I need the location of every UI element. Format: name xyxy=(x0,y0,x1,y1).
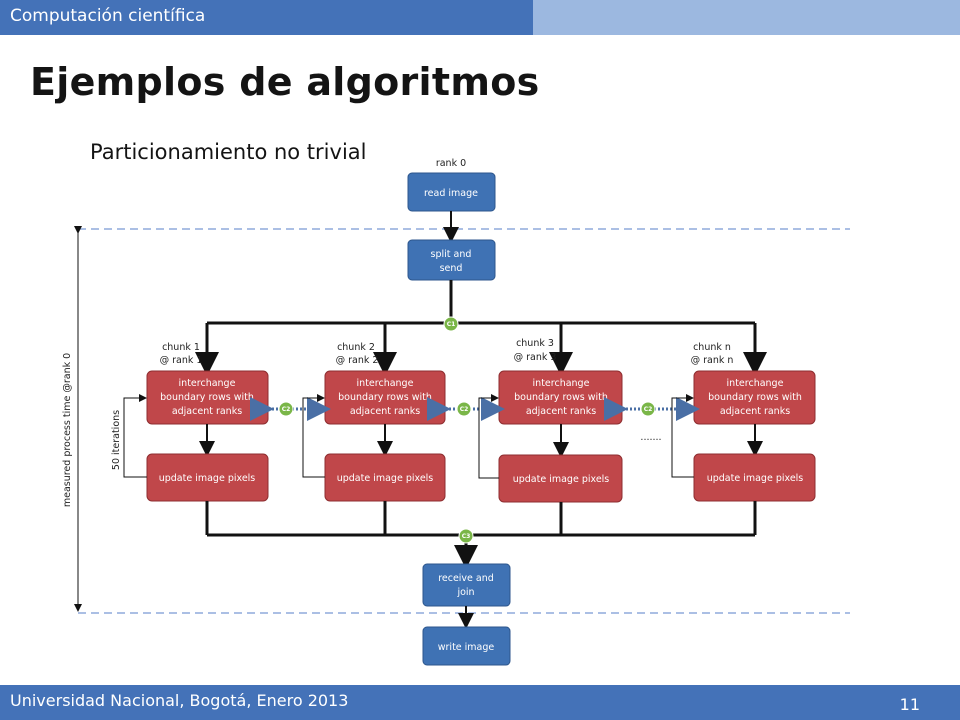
c2-badge-2-text: C2 xyxy=(460,406,469,413)
interchange-2-text-1: interchange xyxy=(357,378,414,389)
interchange-1-text-3: adjacent ranks xyxy=(172,406,242,417)
c2-badge-2 xyxy=(456,401,472,417)
header-title: Computación científica xyxy=(10,6,206,26)
split-send-box xyxy=(407,239,496,281)
slide-subtitle: Particionamiento no trivial xyxy=(90,140,367,164)
footer-bar: Universidad Nacional, Bogotá, Enero 2013… xyxy=(0,685,960,720)
receive-join-text-2: join xyxy=(456,587,474,598)
iterations-label: 50 iterations xyxy=(111,410,122,470)
c1-badge-text: C1 xyxy=(447,321,456,328)
c3-badge xyxy=(458,528,474,544)
interchange-2-text-3: adjacent ranks xyxy=(350,406,420,417)
read-image-text: read image xyxy=(424,188,478,199)
interchange-3-text-1: interchange xyxy=(533,378,590,389)
update-1-text: update image pixels xyxy=(159,473,256,484)
measured-time-label: measured process time @rank 0 xyxy=(62,353,73,507)
split-send-text-1: split and xyxy=(431,249,472,260)
loop-arrow-3 xyxy=(478,394,499,479)
rank0-label: rank 0 xyxy=(436,158,466,169)
slide-title: Ejemplos de algoritmos xyxy=(30,60,540,104)
write-image-box xyxy=(422,626,511,666)
interchange-n-text-3: adjacent ranks xyxy=(720,406,790,417)
update-n-text: update image pixels xyxy=(707,473,804,484)
interchange-n-text-2: boundary rows with xyxy=(708,392,802,403)
receive-join-box xyxy=(422,563,511,607)
c1-badge xyxy=(443,316,459,332)
chunk-n-label-2: @ rank n xyxy=(691,355,734,366)
loop-arrow-2 xyxy=(302,394,325,478)
c3-badge-text: C3 xyxy=(462,533,471,540)
interchange-1-text-1: interchange xyxy=(179,378,236,389)
interchange-n-text-1: interchange xyxy=(727,378,784,389)
page-number: 11 xyxy=(899,695,920,714)
footer-text: Universidad Nacional, Bogotá, Enero 2013 xyxy=(10,691,349,710)
interchange-3-text-2: boundary rows with xyxy=(514,392,608,403)
receive-join-text-1: receive and xyxy=(438,573,494,584)
interchange-2-text-2: boundary rows with xyxy=(338,392,432,403)
interchange-1-text-2: boundary rows with xyxy=(160,392,254,403)
c2-badge-3 xyxy=(640,401,656,417)
update-3-text: update image pixels xyxy=(513,474,610,485)
c2-badge-1 xyxy=(278,401,294,417)
ellipsis-text: ....... xyxy=(640,432,661,443)
loop-arrow-n xyxy=(671,394,694,478)
c2-badge-1-text: C2 xyxy=(282,406,291,413)
header-bar: Computación científica xyxy=(0,0,533,35)
chunk-1-label-2: @ rank 1 xyxy=(160,355,203,366)
chunk-3-label-1: chunk 3 xyxy=(516,338,554,349)
header-accent-bar xyxy=(533,0,960,35)
update-2-text: update image pixels xyxy=(337,473,434,484)
split-send-text-2: send xyxy=(440,263,463,274)
c2-badge-3-text: C2 xyxy=(644,406,653,413)
chunk-3-label-2: @ rank 3 xyxy=(514,352,557,363)
chunk-n-label-1: chunk n xyxy=(693,342,731,353)
chunk-2-label-2: @ rank 2 xyxy=(336,355,379,366)
chunk-1-label-1: chunk 1 xyxy=(162,342,200,353)
write-image-text: write image xyxy=(438,642,495,653)
chunk-2-label-1: chunk 2 xyxy=(337,342,375,353)
interchange-3-text-3: adjacent ranks xyxy=(526,406,596,417)
loop-arrow-1 xyxy=(123,394,147,478)
